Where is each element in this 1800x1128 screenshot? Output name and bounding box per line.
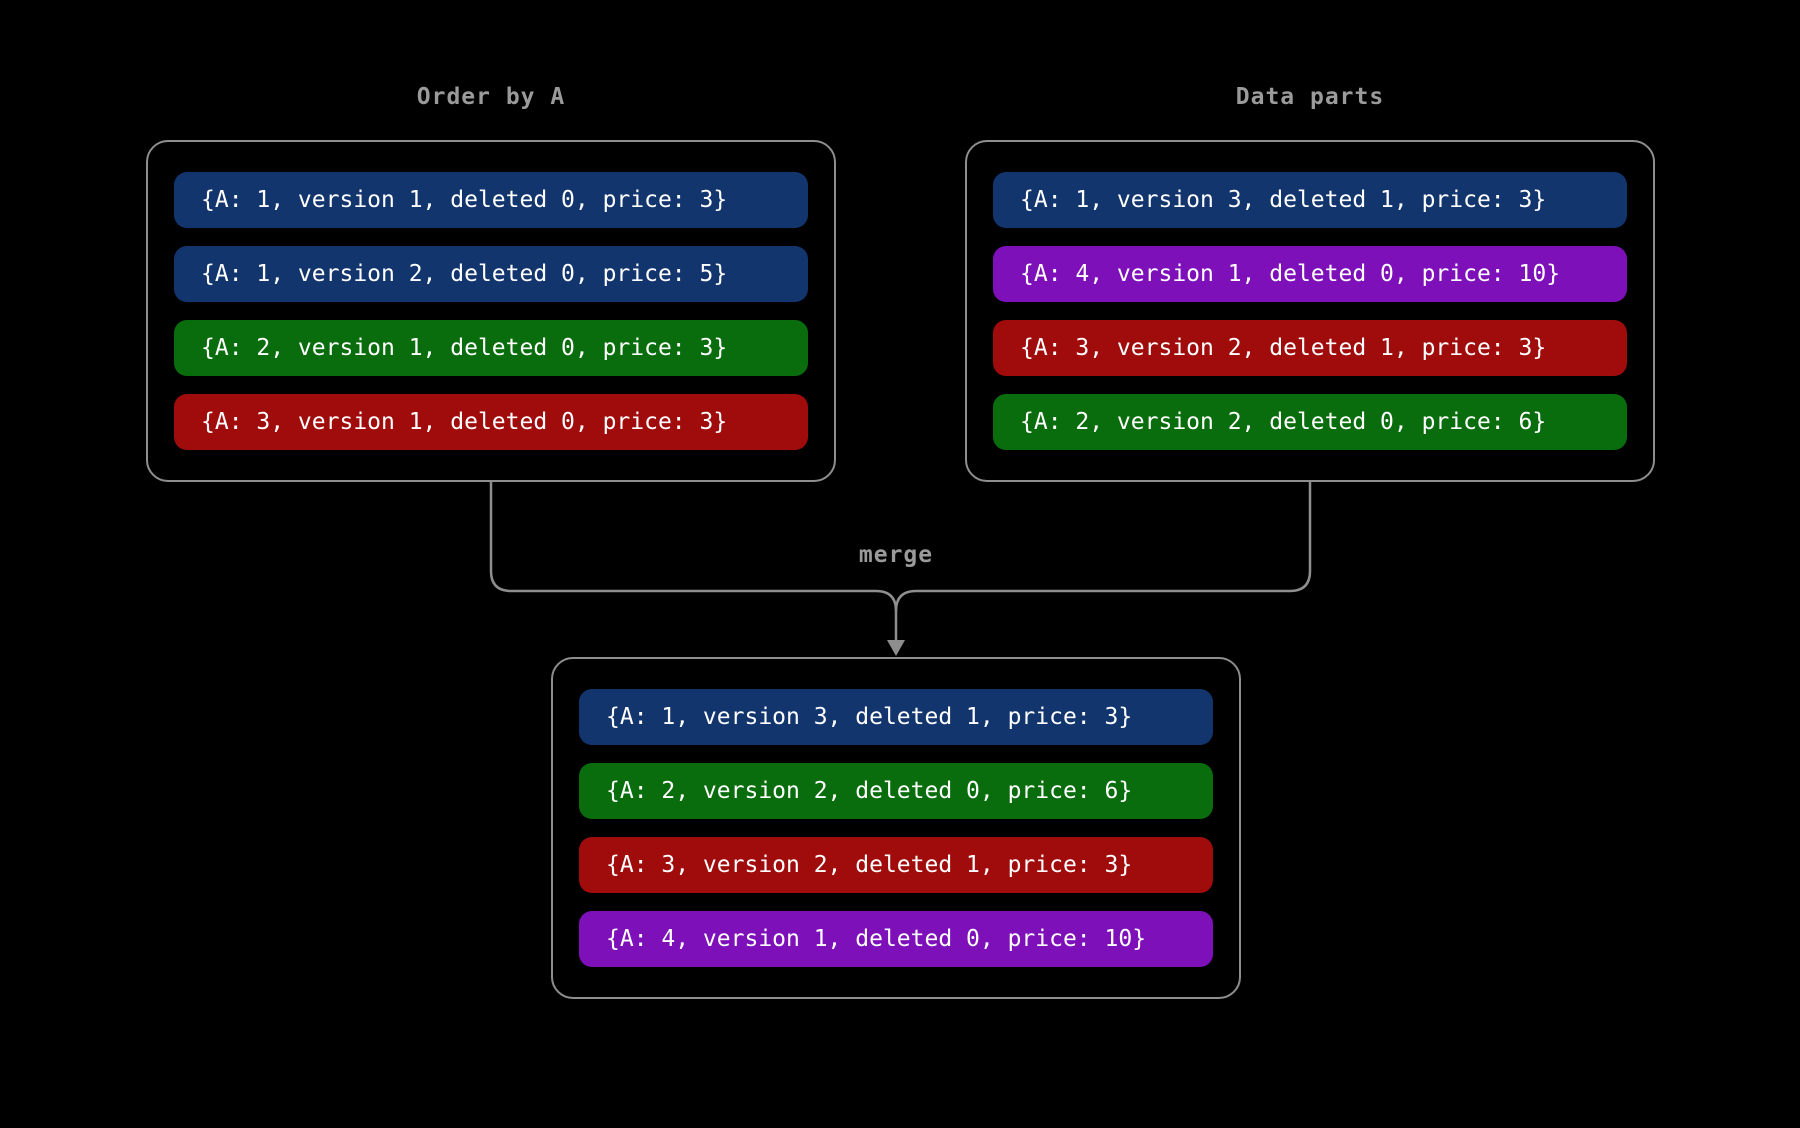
- record-row: {A: 4, version 1, deleted 0, price: 10}: [579, 911, 1213, 967]
- left-connector-line: [489, 482, 898, 642]
- data-parts-title: Data parts: [1235, 84, 1385, 110]
- order-by-a-title: Order by A: [416, 84, 566, 110]
- record-row: {A: 1, version 1, deleted 0, price: 3}: [174, 172, 808, 228]
- record-row: {A: 3, version 1, deleted 0, price: 3}: [174, 394, 808, 450]
- order-by-a-box: {A: 1, version 1, deleted 0, price: 3} {…: [146, 140, 836, 482]
- record-row: {A: 2, version 1, deleted 0, price: 3}: [174, 320, 808, 376]
- record-row: {A: 1, version 2, deleted 0, price: 5}: [174, 246, 808, 302]
- record-row: {A: 1, version 3, deleted 1, price: 3}: [579, 689, 1213, 745]
- merge-label: merge: [858, 542, 934, 568]
- data-parts-box: {A: 1, version 3, deleted 1, price: 3} {…: [965, 140, 1655, 482]
- merged-result-box: {A: 1, version 3, deleted 1, price: 3} {…: [551, 657, 1241, 999]
- record-row: {A: 1, version 3, deleted 1, price: 3}: [993, 172, 1627, 228]
- record-row: {A: 2, version 2, deleted 0, price: 6}: [579, 763, 1213, 819]
- record-row: {A: 4, version 1, deleted 0, price: 10}: [993, 246, 1627, 302]
- record-row: {A: 3, version 2, deleted 1, price: 3}: [993, 320, 1627, 376]
- arrowhead-icon: [887, 640, 905, 656]
- record-row: {A: 3, version 2, deleted 1, price: 3}: [579, 837, 1213, 893]
- record-row: {A: 2, version 2, deleted 0, price: 6}: [993, 394, 1627, 450]
- right-connector-line: [894, 482, 1312, 612]
